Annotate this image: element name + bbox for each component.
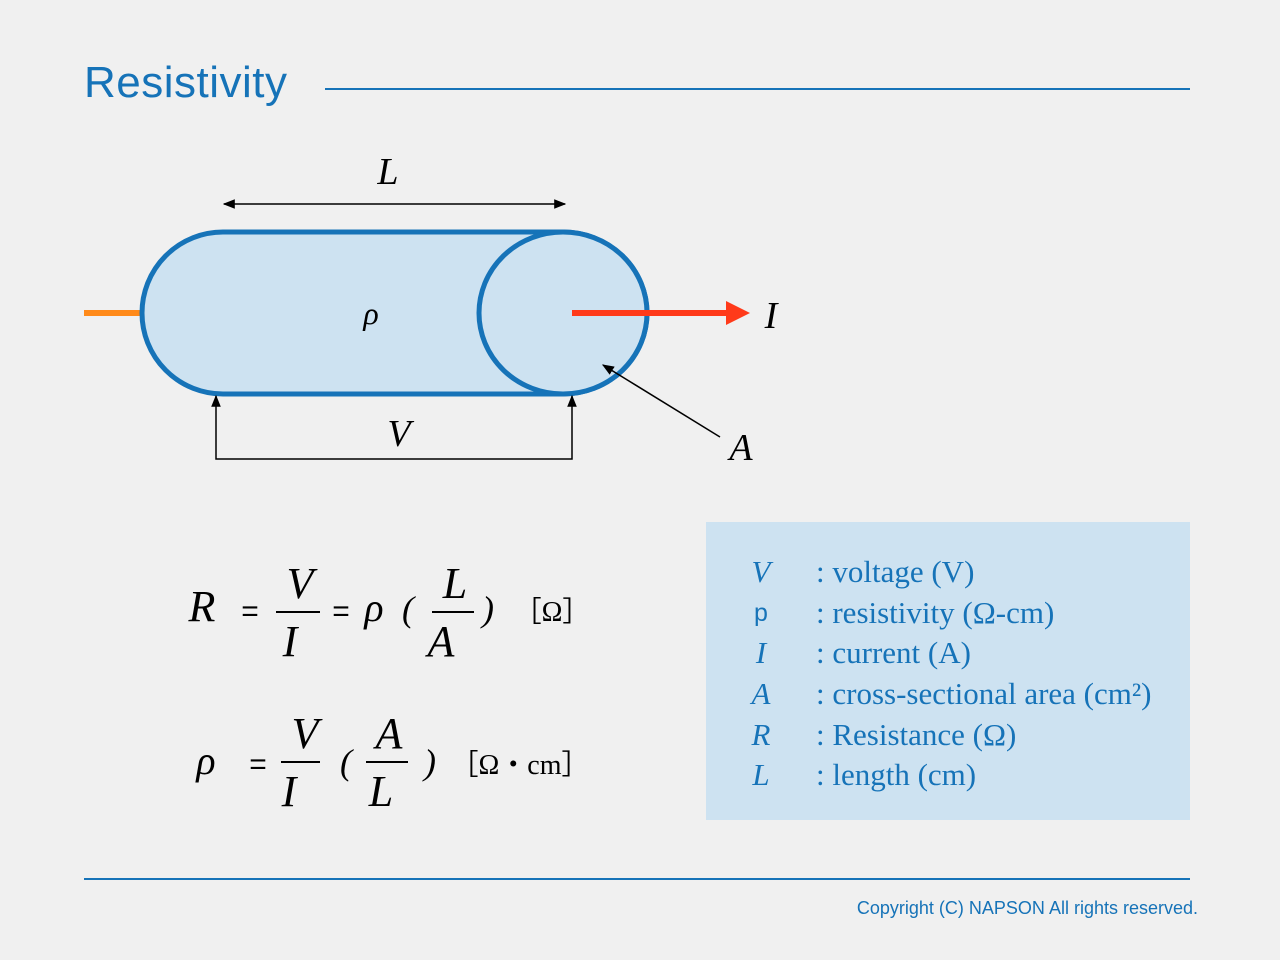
legend-row-area: A : cross-sectional area (cm²): [706, 674, 1152, 714]
formula-resistance: R = V I = ρ ( L A ) ［Ω］: [188, 559, 591, 666]
formula2-lparen: (: [340, 742, 354, 782]
legend-symbol: R: [751, 717, 771, 752]
formula1-rho: ρ: [362, 585, 383, 630]
legend-row-resistivity: p : resistivity (Ω-cm): [706, 593, 1054, 633]
current-label: I: [764, 295, 780, 337]
area-pointer: [601, 364, 721, 438]
length-label: L: [376, 151, 398, 193]
formula2-den2: L: [368, 767, 393, 816]
legend-row-voltage: V : voltage (V): [706, 552, 975, 592]
formula1-rparen: ): [480, 589, 494, 629]
formula1-lparen: (: [402, 589, 416, 629]
formula-resistivity: ρ = V I ( A L ) ［Ω・cm］: [194, 709, 589, 816]
legend-description: : length (cm): [816, 757, 977, 792]
area-label: A: [726, 427, 753, 469]
formula2-rparen: ): [422, 742, 436, 782]
formula1-num2: L: [442, 559, 467, 608]
formula2-lhs: ρ: [194, 738, 215, 783]
formula2-num2: A: [373, 709, 404, 758]
page-title: Resistivity: [84, 58, 288, 107]
formula1-eq1: =: [241, 595, 259, 628]
legend-description: : current (A): [816, 635, 971, 670]
legend-row-current: I : current (A): [706, 633, 971, 673]
legend-description: : voltage (V): [816, 554, 975, 589]
rho-label: ρ: [362, 295, 378, 331]
formula2-eq1: =: [249, 748, 267, 781]
formula1-num1: V: [287, 559, 319, 608]
legend-symbol: L: [752, 757, 770, 792]
symbol-legend: V : voltage (V) p : resistivity (Ω-cm) I…: [706, 522, 1190, 820]
formula2-den1: I: [281, 767, 299, 816]
formula1-den1: I: [282, 617, 300, 666]
legend-row-resistance: R : Resistance (Ω): [706, 715, 1017, 755]
legend-row-length: L : length (cm): [706, 755, 976, 795]
copyright-notice: Copyright (C) NAPSON All rights reserved…: [856, 898, 1198, 918]
voltage-bracket: [211, 394, 577, 460]
legend-description: : Resistance (Ω): [816, 717, 1017, 752]
formula2-num1: V: [292, 709, 324, 758]
formula1-den2: A: [425, 617, 456, 666]
legend-symbol: A: [751, 676, 771, 711]
formula2-unit: ［Ω・cm］: [450, 749, 589, 781]
legend-symbol: p: [754, 598, 768, 627]
formula1-unit: ［Ω］: [514, 596, 591, 628]
legend-description: : cross-sectional area (cm²): [816, 676, 1152, 711]
voltage-label: V: [387, 413, 414, 455]
legend-symbol: V: [751, 554, 771, 589]
footer-divider: [84, 878, 1190, 880]
formula1-lhs: R: [188, 582, 216, 631]
formula1-eq2: =: [332, 595, 350, 628]
legend-symbol: I: [755, 635, 767, 670]
legend-description: : resistivity (Ω-cm): [816, 595, 1055, 630]
current-arrowhead: [726, 301, 750, 325]
title-divider: [325, 88, 1190, 90]
